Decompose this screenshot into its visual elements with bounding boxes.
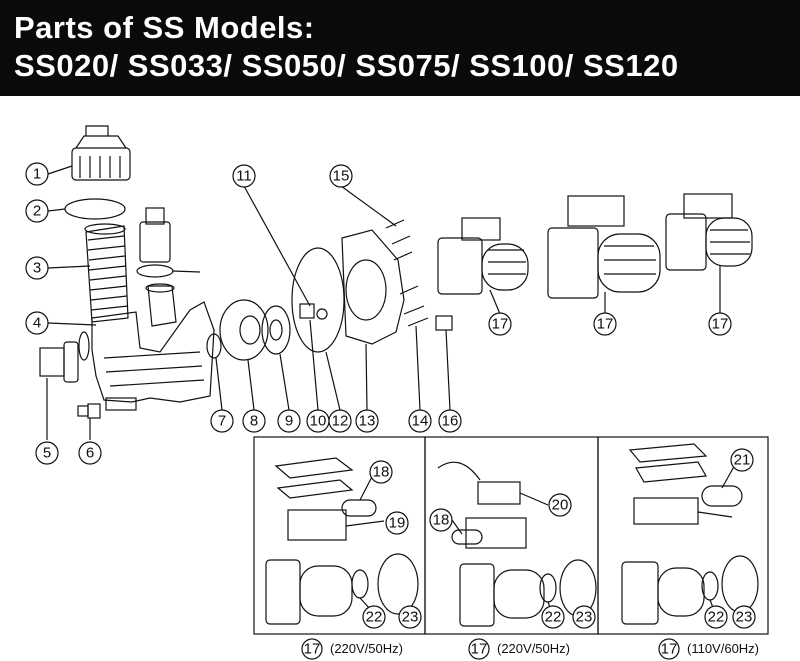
callout-label-17: 17 (712, 316, 729, 333)
panel-3-drawings (621, 443, 759, 625)
callout-label-17: 17 (492, 316, 509, 333)
part-basket-drawing (84, 223, 129, 323)
part-lid-drawing (71, 125, 131, 181)
callout-label-15: 15 (333, 168, 350, 185)
callout-circle-2 (25, 199, 49, 223)
callout-circle-3 (25, 256, 49, 280)
callout-label-5: 5 (43, 445, 51, 462)
title-banner: Parts of SS Models: SS020/ SS033/ SS050/… (0, 0, 800, 96)
callout-circle-1 (25, 162, 49, 186)
callout-circle-9 (277, 409, 301, 433)
motor-1-drawing (437, 217, 529, 295)
callout-label-21: 21 (734, 452, 751, 469)
callout-circle-20 (548, 493, 572, 517)
callout-circle-19 (385, 511, 409, 535)
callout-label-8: 8 (250, 413, 258, 430)
callout-circle-23 (732, 605, 756, 629)
callout-circle-12 (328, 409, 352, 433)
caption-3: 17 (110V/60Hz) (658, 638, 759, 660)
callout-label-13: 13 (359, 413, 376, 430)
part-inlet-union-drawing (39, 331, 90, 383)
part-clip-drawing (435, 315, 453, 331)
callout-label-22: 22 (545, 609, 562, 626)
callout-circle-6 (78, 441, 102, 465)
callout-circle-4 (25, 311, 49, 335)
part-drain-plug-drawing (77, 403, 101, 419)
panel-1-drawings (265, 457, 419, 625)
callout-circle-5 (35, 441, 59, 465)
caption-2-text: (220V/50Hz) (497, 641, 570, 656)
part-diffuser-drawing (219, 299, 269, 361)
callout-circle-17 (593, 312, 617, 336)
panel-2-drawings (437, 461, 597, 627)
callout-circle-16 (438, 409, 462, 433)
callout-label-18: 18 (373, 464, 390, 481)
leader-lines (46, 165, 721, 440)
caption-1-num: 17 (304, 641, 321, 658)
callout-circle-22 (704, 605, 728, 629)
callout-circle-15 (329, 164, 353, 188)
motor-2-drawing (547, 195, 661, 299)
callout-circle-17 (708, 312, 732, 336)
callout-label-17: 17 (597, 316, 614, 333)
callout-label-10: 10 (310, 413, 327, 430)
callout-label-19: 19 (389, 515, 406, 532)
part-impeller-drawing (261, 305, 291, 355)
detail-panel-2 (424, 436, 599, 635)
part-seal-gasket-drawing (291, 247, 345, 353)
callout-label-9: 9 (285, 413, 293, 430)
part-seal-plate-drawing (341, 229, 405, 345)
callout-label-2: 2 (33, 203, 41, 220)
part-union-drawing (136, 207, 174, 278)
part-bolts-drawing (385, 219, 429, 327)
part-housing-drawing (91, 283, 215, 411)
callout-circle-18 (429, 508, 453, 532)
caption-2: 17 (220V/50Hz) (468, 638, 570, 660)
callout-label-6: 6 (86, 445, 94, 462)
callout-circle-23 (572, 605, 596, 629)
callout-label-23: 23 (736, 609, 753, 626)
callout-label-23: 23 (402, 609, 419, 626)
callout-label-4: 4 (33, 315, 41, 332)
callout-label-11: 11 (236, 168, 252, 185)
callout-circle-7 (210, 409, 234, 433)
callout-label-23: 23 (576, 609, 593, 626)
part-7-drawing (206, 333, 222, 359)
caption-3-num: 17 (661, 641, 678, 658)
callout-circle-22 (362, 605, 386, 629)
callout-label-7: 7 (218, 413, 226, 430)
caption-2-num: 17 (471, 641, 488, 658)
callout-label-22: 22 (366, 609, 383, 626)
callout-label-14: 14 (412, 413, 429, 430)
callout-label-20: 20 (552, 497, 569, 514)
callout-circle-23 (398, 605, 422, 629)
callout-circle-22 (541, 605, 565, 629)
callout-circle-17 (488, 312, 512, 336)
motor-3-drawing (665, 193, 753, 271)
callout-label-16: 16 (442, 413, 459, 430)
callout-circle-8 (242, 409, 266, 433)
callout-label-3: 3 (33, 260, 41, 277)
title-line-2: SS020/ SS033/ SS050/ SS075/ SS100/ SS120 (14, 48, 679, 83)
callout-label-1: 1 (33, 166, 41, 183)
caption-1-text: (220V/50Hz) (330, 641, 403, 656)
callout-label-18: 18 (433, 512, 450, 529)
callout-circle-11 (232, 164, 256, 188)
callout-circle-21 (730, 448, 754, 472)
caption-1: 17 (220V/50Hz) (301, 638, 403, 660)
title-line-1: Parts of SS Models: (14, 10, 315, 45)
part-lid-oring-drawing (64, 198, 126, 220)
callout-circle-18 (369, 460, 393, 484)
callout-circle-13 (355, 409, 379, 433)
exploded-parts-diagram: 1234567891011121314151617171718192018212… (25, 125, 769, 660)
callout-label-22: 22 (708, 609, 725, 626)
callout-label-12: 12 (332, 413, 349, 430)
detail-panel-3 (597, 436, 769, 635)
callout-circle-14 (408, 409, 432, 433)
detail-panel-1 (253, 436, 426, 635)
caption-3-text: (110V/60Hz) (687, 641, 759, 656)
